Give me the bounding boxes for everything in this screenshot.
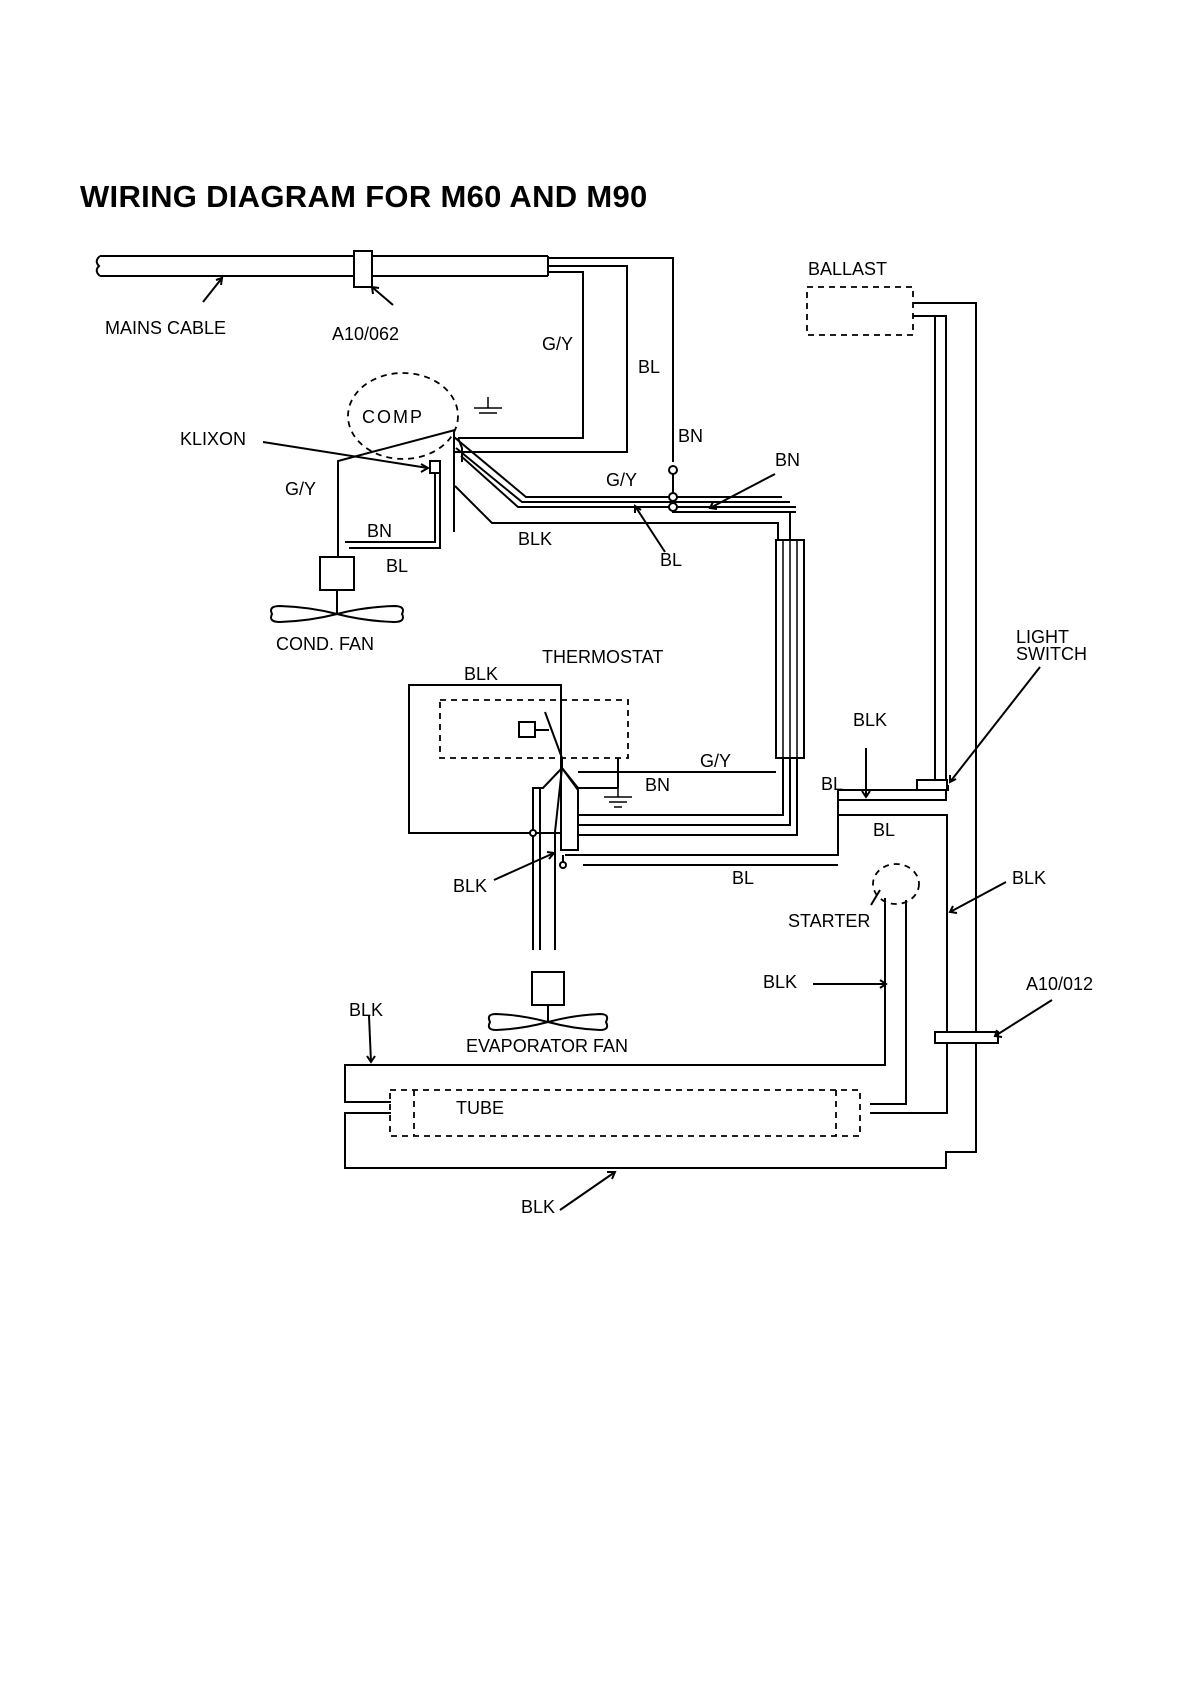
label-gy-cond: G/Y [285, 479, 316, 499]
starter [873, 864, 919, 904]
ballast-wiring [913, 303, 976, 1152]
label-blk-right: BLK [1012, 868, 1046, 888]
cond-fan [271, 557, 403, 622]
thermostat-switch [519, 712, 562, 768]
thermostat-ground-icon [604, 788, 632, 807]
thermostat-housing [409, 685, 561, 833]
label-bn-thermo: BN [645, 775, 670, 795]
label-blk-starter: BLK [763, 972, 797, 992]
label-bl-switch-lower: BL [873, 820, 895, 840]
light-switch [917, 780, 947, 790]
switch-wiring [838, 790, 947, 815]
label-blk-switch: BLK [853, 710, 887, 730]
cable-clamp-a10-062 [354, 251, 372, 287]
diagram-title: WIRING DIAGRAM FOR M60 AND M90 [80, 179, 648, 214]
mains-cable [97, 256, 548, 276]
label-bn-mains: BN [678, 426, 703, 446]
label-blk-bottom: BLK [521, 1197, 555, 1217]
label-thermostat: THERMOSTAT [542, 647, 663, 667]
label-gy-mid: G/Y [606, 470, 637, 490]
compressor-wiring [338, 430, 796, 562]
klixon-relay [430, 461, 440, 473]
label-blk-tube-left: BLK [349, 1000, 383, 1020]
label-ballast: BALLAST [808, 259, 887, 279]
label-gy-thermo: G/Y [700, 751, 731, 771]
label-blk-thermo: BLK [464, 664, 498, 684]
ground-icon [474, 397, 502, 413]
label-evaporator-fan: EVAPORATOR FAN [466, 1036, 628, 1056]
label-bl-switch: BL [821, 774, 843, 794]
label-cond-fan: COND. FAN [276, 634, 374, 654]
label-blk-evap: BLK [453, 876, 487, 896]
label-comp: COMP [362, 407, 424, 427]
evaporator-fan [489, 972, 607, 1030]
cable-clamp-a10-012 [935, 1032, 998, 1043]
label-tube: TUBE [456, 1098, 504, 1118]
lower-right-wiring [345, 898, 976, 1168]
label-bl-mid: BL [660, 550, 682, 570]
label-a10-062: A10/062 [332, 324, 399, 344]
label-starter: STARTER [788, 911, 870, 931]
label-klixon: KLIXON [180, 429, 246, 449]
label-gy-mains: G/Y [542, 334, 573, 354]
label-a10-012: A10/012 [1026, 974, 1093, 994]
label-bl-cond: BL [386, 556, 408, 576]
label-bn-right: BN [775, 450, 800, 470]
label-bn-cond: BN [367, 521, 392, 541]
label-bl-lower: BL [732, 868, 754, 888]
label-switch: SWITCH [1016, 644, 1087, 664]
ballast [807, 287, 913, 335]
label-bl-mains: BL [638, 357, 660, 377]
label-blk-mid: BLK [518, 529, 552, 549]
label-mains-cable: MAINS CABLE [105, 318, 226, 338]
